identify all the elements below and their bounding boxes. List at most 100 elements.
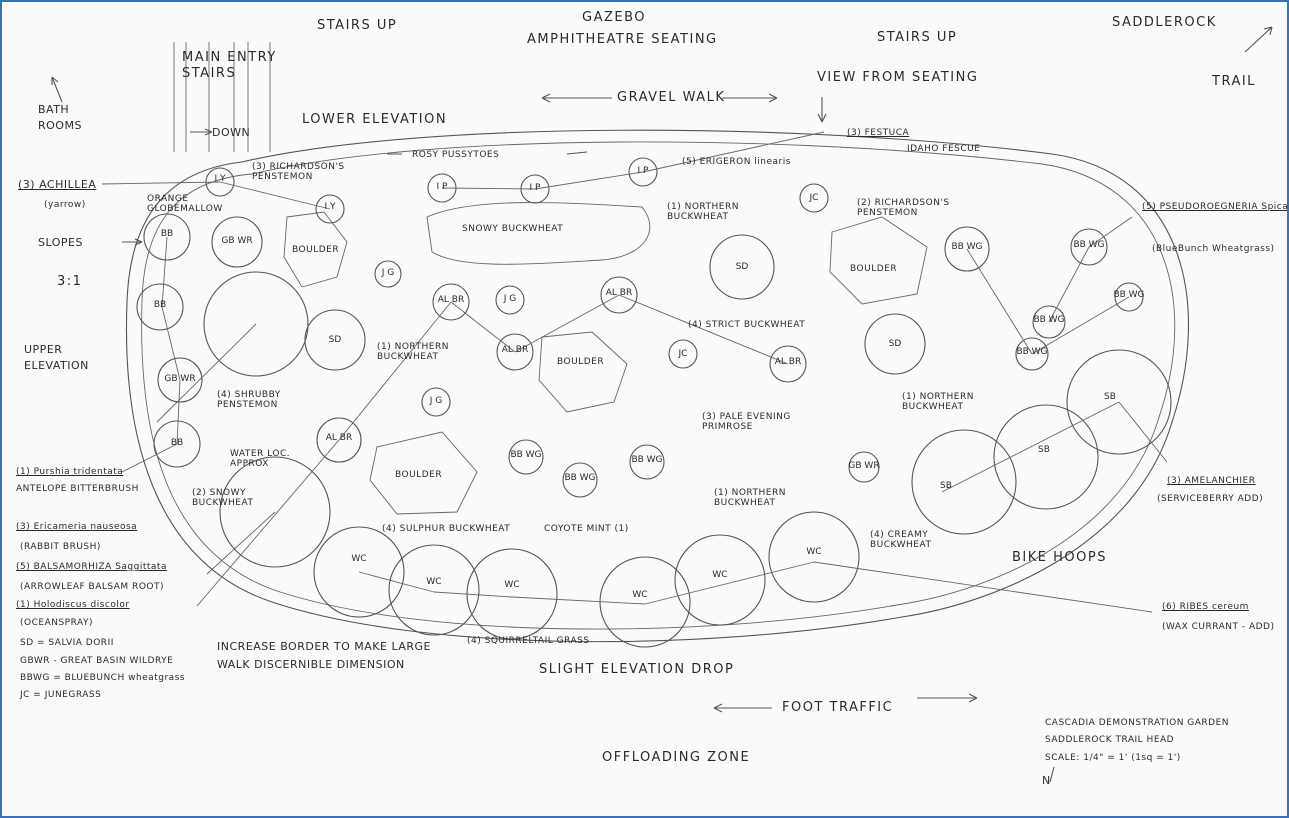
legend-gbwr: GBWR - GREAT BASIN WILDRYE — [20, 656, 174, 666]
code-bbwg-1: BB WG — [951, 242, 983, 252]
code-gbwr-1: GB WR — [221, 236, 253, 246]
main-entry-stairs — [173, 42, 271, 152]
trail-label: TRAIL — [1212, 74, 1256, 89]
bluebunch-label: (BlueBunch Wheatgrass) — [1152, 244, 1275, 254]
holodiscus-common-label: (OCEANSPRAY) — [20, 618, 93, 628]
legend-sd: SD = SALVIA DORII — [20, 638, 114, 648]
code-bbwg-7: BB WG — [564, 473, 596, 483]
serviceberry-label: (SERVICEBERRY ADD) — [1157, 494, 1264, 504]
northern-buckwheat-2-label: (1) NORTHERN BUCKWHEAT — [377, 342, 449, 362]
shrubby-penstemon-label: (4) SHRUBBY PENSTEMON — [217, 390, 281, 410]
code-bbwg-8: BB WG — [631, 455, 663, 465]
code-jc-1: JC — [809, 193, 819, 203]
arrows — [51, 26, 1273, 783]
bathrooms-label: BATH ROOMS — [38, 103, 82, 132]
code-bbwg-3: BB WG — [1033, 315, 1065, 325]
code-bb-2: BB — [153, 300, 167, 310]
code-sb-2: SB — [1038, 445, 1050, 455]
boulder-4 — [538, 331, 628, 413]
bed-outline-inner — [141, 141, 1176, 630]
snowy-buckwheat-low-label: (2) SNOWY BUCKWHEAT — [192, 488, 254, 508]
idaho-fescue-label: IDAHO FESCUE — [907, 144, 981, 154]
sulphur-buckwheat-label: (4) SULPHUR BUCKWHEAT — [382, 524, 511, 534]
stairs-up-left-label: STAIRS UP — [317, 18, 398, 33]
down-label: DOWN — [212, 126, 251, 139]
richardsons-right-label: (2) RICHARDSON'S PENSTEMON — [857, 198, 950, 218]
code-bbwg-5: BB WG — [1016, 347, 1048, 357]
code-sb-1: SB — [1104, 392, 1116, 402]
code-bb-1: BB — [160, 229, 174, 239]
northern-buckwheat-4-label: (1) NORTHERN BUCKWHEAT — [714, 488, 786, 508]
lower-elevation-label: LOWER ELEVATION — [302, 112, 448, 127]
strict-buckwheat-label: (4) STRICT BUCKWHEAT — [688, 320, 806, 330]
north-arrow-label: N — [1042, 774, 1051, 787]
creamy-buckwheat-label: (4) CREAMY BUCKWHEAT — [870, 530, 932, 550]
snowy-buckwheat-top-label: SNOWY BUCKWHEAT — [462, 224, 564, 234]
ericameria-common-label: (RABBIT BRUSH) — [20, 542, 101, 552]
code-iy-1: I Y — [214, 174, 226, 184]
increase-border-note: INCREASE BORDER TO MAKE LARGE WALK DISCE… — [217, 640, 431, 671]
boulder-3 — [829, 216, 928, 305]
boulder-2 — [426, 202, 651, 265]
code-gbwr-2: GB WR — [164, 374, 196, 384]
code-sd-1: SD — [328, 335, 342, 345]
code-ip-3: I P — [637, 166, 649, 176]
amphitheatre-label: AMPHITHEATRE SEATING — [527, 32, 718, 47]
northern-buckwheat-1-label: (1) NORTHERN BUCKWHEAT — [667, 202, 739, 222]
main-entry-stairs-label: MAIN ENTRY STAIRS — [182, 50, 277, 81]
orange-globemallow-label: ORANGE GLOBEMALLOW — [147, 194, 223, 214]
slight-elevation-drop-label: SLIGHT ELEVATION DROP — [539, 662, 735, 677]
coyote-mint-label: COYOTE MINT (1) — [544, 524, 629, 534]
purshia-label: (1) Purshia tridentata — [16, 467, 124, 477]
holodiscus-label: (1) Holodiscus discolor — [16, 600, 130, 610]
erigeron-label: (5) ERIGERON linearis — [682, 157, 791, 167]
code-bbwg-4: BB WG — [1113, 290, 1145, 300]
pale-evening-primrose-label: (3) PALE EVENING PRIMROSE — [702, 412, 791, 432]
title-block-trailhead: SADDLEROCK TRAIL HEAD — [1045, 735, 1175, 745]
rosy-pussytoes-label: ROSY PUSSYTOES — [412, 150, 500, 160]
bed-outline — [125, 129, 1189, 643]
code-wc-5: WC — [712, 570, 728, 580]
code-albr-2: AL BR — [605, 288, 633, 298]
purshia-common-label: ANTELOPE BITTERBRUSH — [16, 484, 139, 494]
water-loc-label: WATER LOC. APPROX — [230, 449, 291, 469]
leader-lines — [101, 131, 1168, 613]
boulder-1 — [283, 211, 348, 288]
slopes-label: SLOPES — [38, 236, 83, 249]
plant-circles — [136, 157, 1172, 648]
northern-buckwheat-3-label: (1) NORTHERN BUCKWHEAT — [902, 392, 974, 412]
title-block-name: CASCADIA DEMONSTRATION GARDEN — [1045, 718, 1230, 728]
code-wc-3: WC — [504, 580, 520, 590]
code-jg-2: J G — [381, 268, 395, 278]
code-sd-2: SD — [735, 262, 749, 272]
code-iy-2: I Y — [324, 202, 336, 212]
legend-jc: JC = JUNEGRASS — [20, 690, 102, 700]
code-sd-3: SD — [888, 339, 902, 349]
code-sb-3: SB — [940, 481, 952, 491]
stairs-up-right-label: STAIRS UP — [877, 30, 958, 45]
code-albr-3: AL BR — [501, 345, 529, 355]
code-gbwr-3: GB WR — [848, 461, 880, 471]
bike-hoops-label: BIKE HOOPS — [1012, 550, 1107, 565]
code-bbwg-6: BB WG — [510, 450, 542, 460]
upper-elevation-label: UPPER ELEVATION — [24, 343, 89, 372]
boulder-label-1: BOULDER — [292, 245, 340, 255]
squirreltail-label: (4) SQUIRRELTAIL GRASS — [467, 636, 590, 646]
achillea-label: (3) ACHILLEA — [18, 178, 97, 191]
gazebo-label: GAZEBO — [582, 10, 647, 25]
slope-ratio-label: 3:1 — [57, 274, 83, 289]
code-bb-3: BB — [170, 438, 184, 448]
pseudoroegneria-label: (5) PSEUDOROEGNERIA Spicata — [1142, 202, 1289, 212]
balsamorhiza-label: (5) BALSAMORHIZA Saggittata — [16, 562, 167, 572]
code-wc-2: WC — [426, 577, 442, 587]
boulder-label-4: BOULDER — [395, 470, 443, 480]
code-ip-2: I P — [529, 183, 541, 193]
offloading-zone-label: OFFLOADING ZONE — [602, 750, 751, 765]
wax-currant-label: (WAX CURRANT - ADD) — [1162, 622, 1275, 632]
boulder-5 — [369, 431, 478, 515]
yarrow-label: (yarrow) — [44, 200, 86, 210]
amelanchier-label: (3) AMELANCHIER — [1167, 476, 1256, 486]
legend-bbwg: BBWG = BLUEBUNCH wheatgrass — [20, 673, 186, 683]
